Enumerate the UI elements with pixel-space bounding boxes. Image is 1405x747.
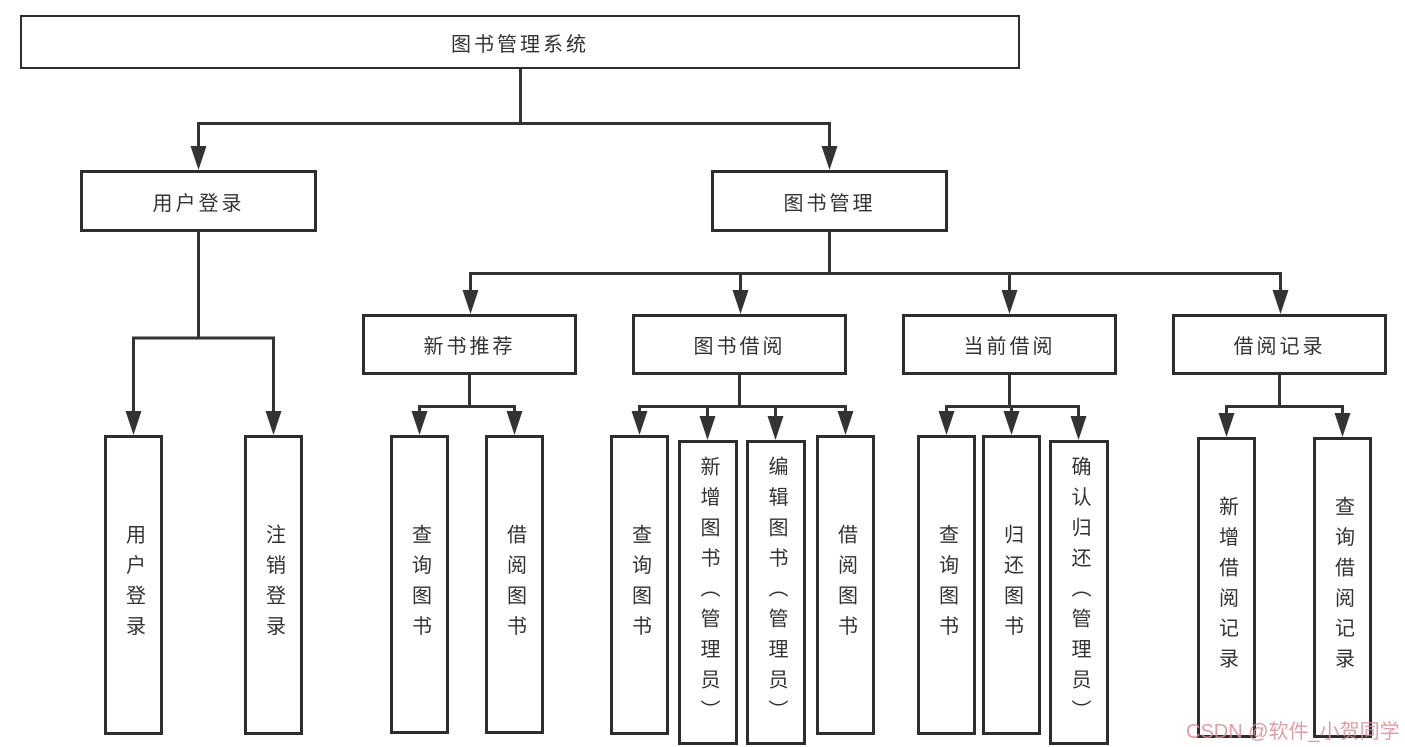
arrowhead-icon — [1003, 411, 1020, 435]
arrowhead-icon — [1218, 413, 1235, 437]
leaf-add-books-admin-label: 新增图书（管理员） — [697, 455, 719, 730]
leaf-recommend-query-books: 查询图书 — [390, 435, 449, 734]
arrowhead-icon — [125, 411, 142, 435]
leaf-borrow-books-label: 借阅图书 — [834, 524, 857, 646]
arrowhead-icon — [837, 411, 854, 435]
node-current-borrow: 当前借阅 — [902, 314, 1117, 375]
node-user-login-label: 用户登录 — [152, 192, 245, 215]
arrowhead-icon — [821, 146, 838, 170]
node-new-book-recommend-label: 新书推荐 — [423, 336, 516, 358]
connector-user-login — [132, 232, 275, 414]
leaf-recommend-query-books-label: 查询图书 — [408, 523, 431, 646]
arrowhead-icon — [1070, 416, 1087, 440]
leaf-query-borrow-record-label: 查询借阅记录 — [1331, 496, 1354, 679]
connector-book-management — [469, 232, 1282, 294]
leaf-return-books: 归还图书 — [982, 435, 1041, 735]
arrowhead-icon — [462, 290, 479, 314]
arrowhead-icon — [506, 411, 523, 435]
node-book-borrow-label: 图书借阅 — [693, 336, 786, 358]
leaf-borrow-books: 借阅图书 — [816, 435, 875, 735]
arrowhead-icon — [411, 411, 428, 435]
leaf-recommend-borrow-books: 借阅图书 — [485, 435, 544, 734]
leaf-current-query-books: 查询图书 — [917, 435, 976, 735]
leaf-return-books-label: 归还图书 — [1000, 524, 1023, 646]
arrowhead-icon — [732, 290, 749, 314]
node-book-management: 图书管理 — [711, 170, 948, 232]
leaf-add-books-admin: 新增图书（管理员） — [678, 440, 738, 745]
node-current-borrow-label: 当前借阅 — [963, 336, 1056, 358]
node-book-borrow: 图书借阅 — [632, 314, 847, 375]
csdn-watermark: CSDN @软件_小贺同学 — [1186, 721, 1400, 743]
leaf-borrow-query-books-label: 查询图书 — [628, 524, 651, 646]
leaf-user-login-label: 用户登录 — [122, 524, 145, 646]
leaf-borrow-query-books: 查询图书 — [610, 435, 669, 735]
leaf-recommend-borrow-books-label: 借阅图书 — [503, 523, 526, 646]
node-root-label: 图书管理系统 — [451, 33, 589, 56]
leaf-add-borrow-record-label: 新增借阅记录 — [1215, 496, 1238, 679]
arrowhead-icon — [265, 411, 282, 435]
arrowhead-icon — [1001, 290, 1018, 314]
leaf-edit-books-admin-label: 编辑图书（管理员） — [765, 455, 787, 730]
arrowhead-icon — [1334, 413, 1351, 437]
arrowhead-icon — [1272, 290, 1289, 314]
node-user-login: 用户登录 — [80, 170, 317, 232]
arrowhead-icon — [938, 411, 955, 435]
connector-new-book-recommend — [418, 374, 516, 415]
leaf-edit-books-admin: 编辑图书（管理员） — [746, 440, 806, 745]
connector-root — [197, 69, 831, 150]
leaf-current-query-books-label: 查询图书 — [935, 524, 958, 646]
connector-book-borrow — [638, 374, 847, 419]
node-root: 图书管理系统 — [20, 15, 1020, 69]
leaf-user-login: 用户登录 — [104, 435, 163, 735]
arrowhead-icon — [699, 416, 716, 440]
arrowhead-icon — [190, 146, 207, 170]
node-new-book-recommend: 新书推荐 — [362, 314, 577, 375]
leaf-logout: 注销登录 — [244, 435, 303, 735]
connector-borrow-records — [1225, 374, 1344, 417]
arrowhead-icon — [767, 416, 784, 440]
leaf-confirm-return-admin-label: 确认归还（管理员） — [1068, 455, 1090, 730]
arrowhead-icon — [631, 411, 648, 435]
leaf-query-borrow-record: 查询借阅记录 — [1313, 437, 1372, 738]
leaf-confirm-return-admin: 确认归还（管理员） — [1049, 440, 1109, 745]
node-borrow-records: 借阅记录 — [1172, 314, 1387, 375]
leaf-logout-label: 注销登录 — [262, 524, 285, 646]
node-book-management-label: 图书管理 — [783, 192, 876, 215]
connector-current-borrow — [945, 374, 1080, 419]
leaf-add-borrow-record: 新增借阅记录 — [1197, 437, 1256, 738]
node-borrow-records-label: 借阅记录 — [1233, 336, 1326, 358]
